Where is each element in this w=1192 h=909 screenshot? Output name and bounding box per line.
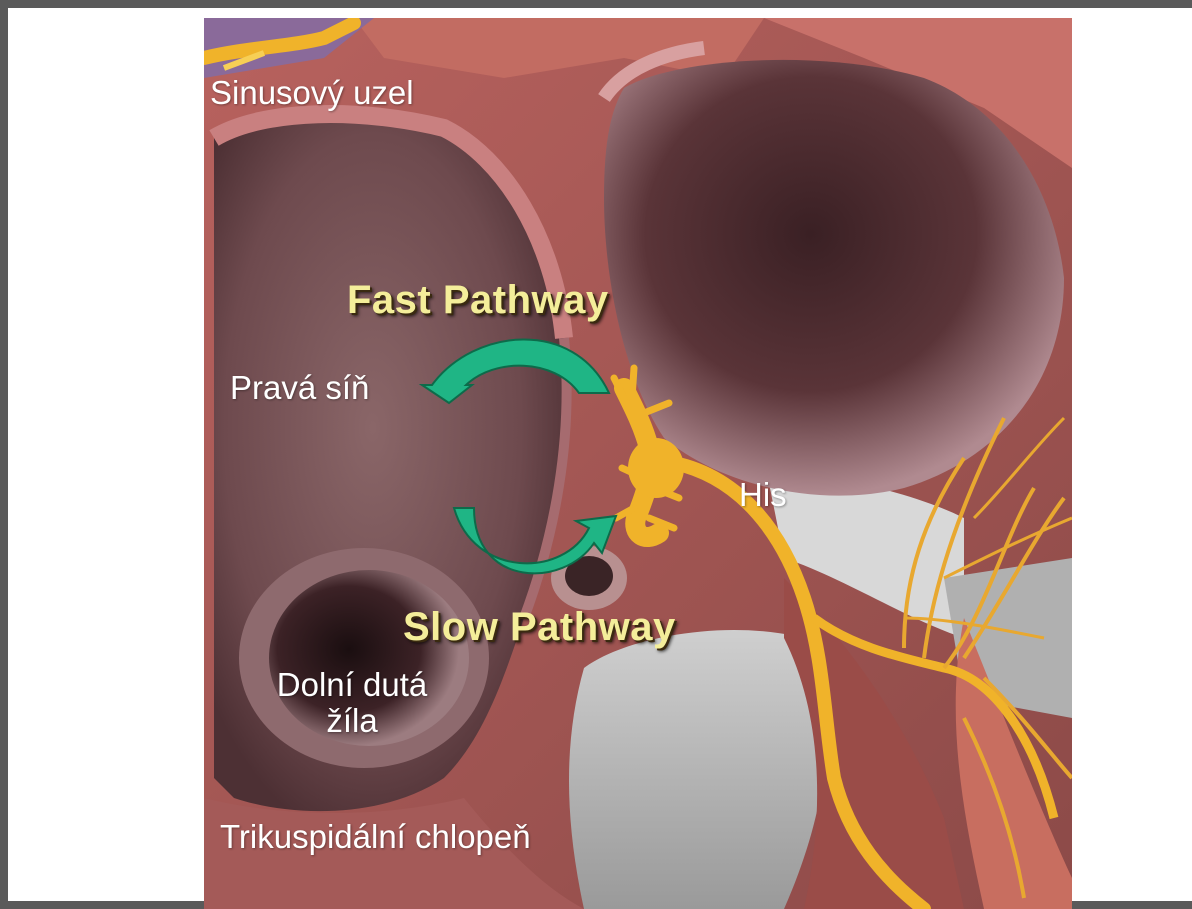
sinus-node-label: Sinusový uzel [210,75,414,111]
ivc-label-line2: žíla [252,703,452,739]
heart-anatomy-illustration [204,18,1072,909]
ivc-label-line1: Dolní dutá [252,667,452,703]
inferior-vena-cava-label: Dolní dutá žíla [252,667,452,740]
his-bundle-label: His [739,477,787,513]
slow-pathway-label: Slow Pathway [403,605,676,650]
fast-pathway-label: Fast Pathway [347,278,609,323]
right-atrium-label: Pravá síň [230,370,369,406]
tricuspid-valve-label: Trikuspidální chlopeň [220,819,531,855]
slide: Sinusový uzel Pravá síň His Dolní dutá ž… [8,8,1192,901]
heart-cross-section-image [204,18,1072,909]
